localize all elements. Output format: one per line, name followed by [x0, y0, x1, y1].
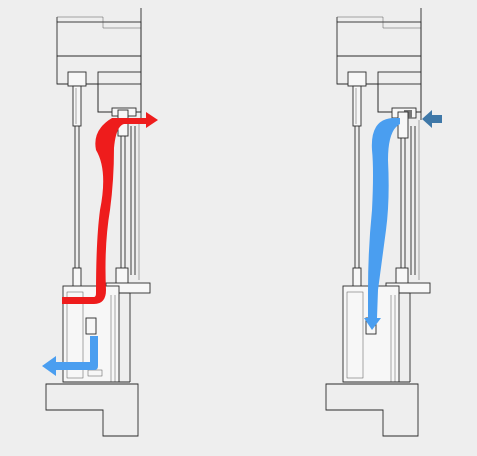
- warm-air-flow: [62, 112, 158, 304]
- inner-glazing-left: [115, 109, 140, 291]
- window-head-right: [336, 55, 422, 119]
- roof-insulation-right: [336, 8, 422, 120]
- window-head-left: [56, 55, 142, 117]
- outer-glazing-right: [352, 85, 362, 289]
- base-slab-right: [325, 383, 419, 437]
- inner-glazing-right: [395, 111, 420, 291]
- section-left-warm-exhaust: [42, 8, 158, 437]
- section-right-cool-intake: [325, 8, 442, 437]
- outer-glazing-left: [72, 85, 82, 289]
- exhaust-air-arrow: [42, 336, 98, 376]
- base-slab-left: [45, 383, 139, 437]
- roof-insulation-left: [56, 8, 142, 120]
- sill-unit-right: [342, 282, 431, 383]
- intake-air-arrow: [422, 110, 442, 128]
- cool-air-flow: [364, 118, 400, 330]
